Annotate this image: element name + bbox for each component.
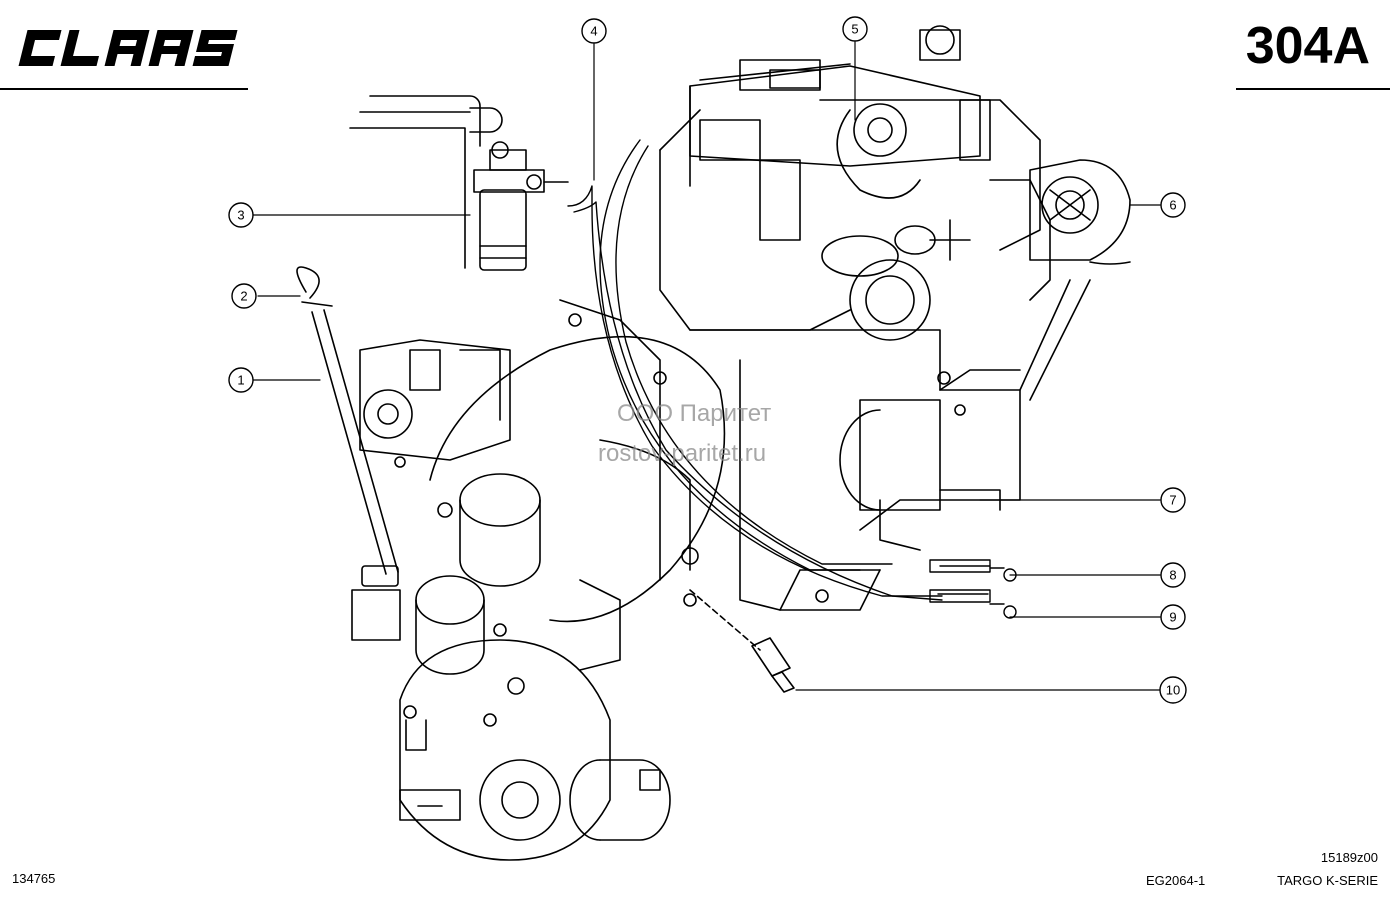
leader-lines [252, 41, 1161, 691]
svg-text:7: 7 [1169, 493, 1176, 508]
callout-6: 6 [1160, 192, 1186, 218]
sender-unit [689, 589, 795, 693]
dipstick [296, 266, 401, 641]
callout-5: 5 [842, 16, 868, 42]
svg-text:10: 10 [1166, 683, 1180, 698]
alternator [1019, 159, 1131, 401]
fuel-lines [567, 139, 1017, 619]
svg-text:6: 6 [1169, 198, 1176, 213]
page-code: 304A [1245, 17, 1370, 75]
claas-logo [18, 30, 238, 66]
callout-4: 4 [581, 18, 607, 44]
callout-3: 3 [228, 202, 254, 228]
callout-8: 8 [1160, 562, 1186, 588]
hydraulic-pump [359, 339, 511, 468]
callout-1: 1 [228, 367, 254, 393]
svg-text:5: 5 [851, 22, 858, 37]
fuel-filter [473, 141, 569, 271]
engine-lower [689, 329, 1021, 611]
image-number: 134765 [12, 871, 56, 886]
callouts: 1 2 3 4 5 6 7 [228, 16, 1187, 704]
svg-text:8: 8 [1169, 568, 1176, 583]
transfer-case [415, 299, 726, 675]
svg-text:4: 4 [590, 24, 597, 39]
pto-drive [399, 639, 671, 861]
svg-text:1: 1 [237, 373, 244, 388]
callout-9: 9 [1160, 604, 1186, 630]
header-rule-left [0, 88, 248, 90]
watermark-website: rostov-paritet.ru [598, 440, 767, 467]
series-name: TARGO K-SERIE [1277, 873, 1378, 888]
frame-outline [349, 95, 503, 269]
revision-code: 15189z00 [1320, 850, 1378, 865]
svg-text:9: 9 [1169, 610, 1176, 625]
callout-7: 7 [1160, 487, 1186, 513]
callout-10: 10 [1159, 676, 1187, 704]
watermark-company: ООО Паритет [617, 400, 772, 427]
svg-text:3: 3 [237, 208, 244, 223]
engine-upper [659, 25, 1051, 341]
svg-text:2: 2 [240, 289, 247, 304]
header-rule-right [1236, 88, 1390, 90]
callout-2: 2 [231, 283, 257, 309]
drawing-code: EG2064-1 [1146, 873, 1206, 888]
